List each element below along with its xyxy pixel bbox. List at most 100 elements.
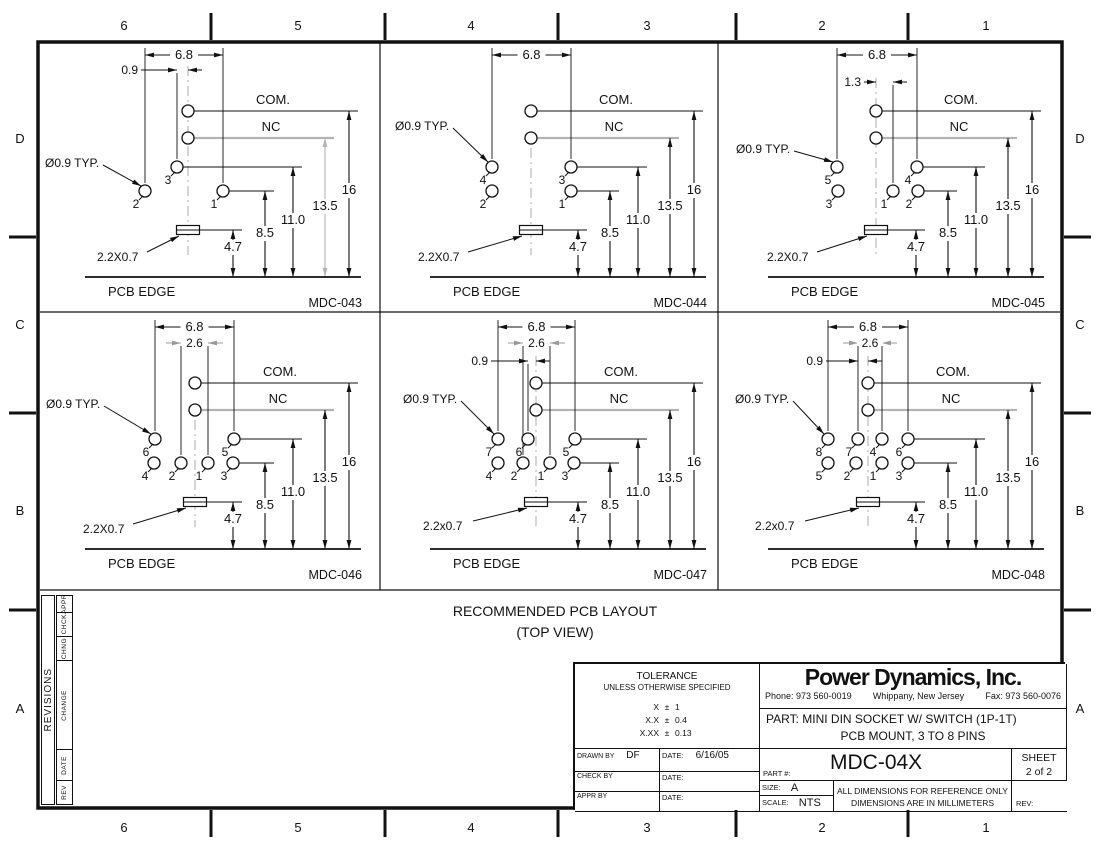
pcb-edge-label: PCB EDGE — [791, 284, 859, 299]
pad — [188, 403, 202, 417]
pin-number: 8 — [816, 445, 823, 459]
pin-number: 4 — [486, 469, 493, 483]
nc-label: NC — [610, 391, 629, 406]
pin-number: 7 — [846, 445, 853, 459]
dim-label: 16 — [1025, 454, 1039, 469]
pin-number: 4 — [480, 173, 487, 187]
pad-pin-2 — [849, 456, 863, 470]
pad — [524, 104, 538, 118]
dim-label: 6.8 — [175, 47, 193, 62]
dim-label: 6.8 — [527, 319, 545, 334]
tolerance-box: TOLERANCE UNLESS OTHERWISE SPECIFIED X±1… — [575, 664, 760, 749]
pin-number: 1 — [196, 469, 203, 483]
dim-label: 11.0 — [964, 212, 988, 227]
nc-label: NC — [269, 391, 288, 406]
panel-id: MDC-047 — [654, 568, 708, 582]
zone-label-left: B — [16, 503, 25, 518]
dim-label: 2.6 — [862, 336, 879, 350]
dim-label: 6.8 — [522, 47, 540, 62]
pad-pin-2 — [174, 456, 188, 470]
pin-number: 4 — [870, 445, 877, 459]
zone-label-right: A — [1076, 701, 1085, 716]
pin-number: 1 — [211, 197, 218, 211]
pad-pin-6 — [148, 432, 162, 446]
hole-dia-label: Ø0.9 TYP. — [45, 156, 99, 170]
pad-pin-2 — [138, 184, 152, 198]
dim-label: 11.0 — [964, 484, 988, 499]
hole-dia-label: Ø0.9 TYP. — [46, 397, 100, 411]
dim-label: 11.0 — [281, 484, 305, 499]
zone-label-bottom: 1 — [982, 820, 989, 835]
pin-number: 3 — [165, 173, 172, 187]
pin-number: 5 — [222, 445, 229, 459]
pad-pin-1 — [886, 184, 900, 198]
dim-label: 6.8 — [859, 319, 877, 334]
revisions-title: REVISIONS — [42, 668, 54, 732]
revisions-block: REVISIONS APPR CHCK CHNG CHANGE DATE REV — [41, 594, 73, 805]
dim-label: 4.7 — [907, 511, 925, 526]
zone-label-top: 5 — [294, 18, 301, 33]
pad-pin-1 — [201, 456, 215, 470]
company-fax: Fax: 973 560-0076 — [985, 691, 1061, 702]
zone-label-left: D — [15, 131, 24, 146]
company-box: Power Dynamics, Inc. Phone: 973 560-0019… — [760, 664, 1067, 709]
panel-id: MDC-044 — [654, 296, 708, 310]
tolerance-subtitle: UNLESS OTHERWISE SPECIFIED — [603, 683, 731, 692]
zone-label-top: 3 — [643, 18, 650, 33]
pin-number: 2 — [480, 197, 487, 211]
appr-by-cell: APPR BY — [575, 792, 660, 812]
pad-pin-4 — [875, 432, 889, 446]
tolerance-title: TOLERANCE — [636, 671, 698, 682]
revisions-columns: APPR CHCK CHNG CHANGE DATE REV — [56, 594, 73, 805]
pad — [529, 403, 543, 417]
pad-pin-5 — [830, 160, 844, 174]
company-name: Power Dynamics, Inc. — [804, 664, 1022, 690]
pcb-edge-label: PCB EDGE — [453, 284, 521, 299]
dimension-notes: ALL DIMENSIONS FOR REFERENCE ONLY DIMENS… — [834, 781, 1012, 812]
size-cell: SIZE: A — [760, 781, 834, 796]
pin-number: 3 — [221, 469, 228, 483]
company-phone: Phone: 973 560-0019 — [765, 691, 852, 702]
pad-pin-5 — [227, 432, 241, 446]
dim-label: 13.5 — [312, 198, 337, 213]
dim-label: 8.5 — [939, 225, 957, 240]
check-by-cell: CHECK BY — [575, 772, 660, 792]
pin-number: 1 — [881, 197, 888, 211]
pad — [181, 131, 195, 145]
pad-pin-4 — [910, 160, 924, 174]
pad-pin-1 — [216, 184, 230, 198]
pcb-edge-label: PCB EDGE — [453, 556, 521, 571]
revisions-col-chck: CHCK — [56, 613, 73, 637]
com-label: COM. — [944, 92, 978, 107]
layout-note: RECOMMENDED PCB LAYOUT (TOP VIEW) — [360, 601, 750, 643]
part-description-line1: PART: MINI DIN SOCKET W/ SWITCH (1P-1T) — [766, 712, 1017, 726]
slot-size-label: 2.2X0.7 — [767, 250, 809, 264]
pin-number: 2 — [511, 469, 518, 483]
revisions-col-rev: REV — [56, 781, 73, 805]
pin-number: 7 — [486, 445, 493, 459]
revisions-col-appr: APPR — [56, 594, 73, 614]
pad-pin-1 — [564, 184, 578, 198]
dim-label: 4.7 — [569, 511, 587, 526]
nc-label: NC — [605, 119, 624, 134]
pin-number: 1 — [870, 469, 877, 483]
pad-pin-4 — [147, 456, 161, 470]
appr-date-cell: DATE: — [660, 792, 760, 812]
pcb-edge-label: PCB EDGE — [791, 556, 859, 571]
pad-pin-2 — [516, 456, 530, 470]
pin-number: 3 — [896, 469, 903, 483]
panel-id: MDC-046 — [309, 568, 363, 582]
pad — [869, 104, 883, 118]
scale-value: NTS — [798, 797, 821, 809]
com-label: COM. — [599, 92, 633, 107]
part-description: PART: MINI DIN SOCKET W/ SWITCH (1P-1T) … — [760, 709, 1067, 749]
dim-label: 6.8 — [868, 47, 886, 62]
slot-size-label: 2.2X0.7 — [83, 522, 125, 536]
pad-pin-7 — [491, 432, 505, 446]
pad-pin-3 — [170, 160, 184, 174]
pad-pin-3 — [901, 456, 915, 470]
